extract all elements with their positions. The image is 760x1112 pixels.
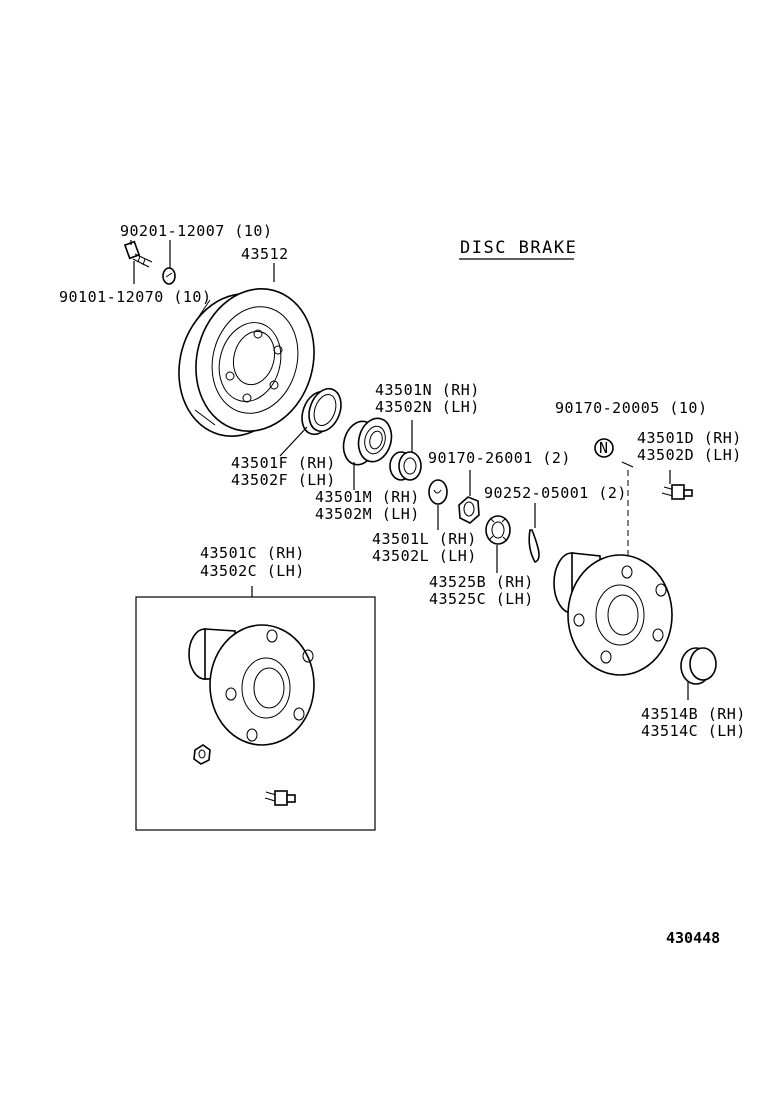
- label-hub-assy-rh: 43501C (RH): [200, 544, 305, 562]
- label-outer-seal-lh: 43502F (LH): [231, 471, 336, 489]
- hub-nut-mark: N: [599, 439, 609, 457]
- label-washer-lh: 43502L (LH): [372, 547, 477, 565]
- label-inner-seal-rh: 43501N (RH): [375, 381, 480, 399]
- label-bearing-lh: 43502M (LH): [315, 505, 420, 523]
- label-hub-bolt-lh: 43502D (LH): [637, 446, 742, 464]
- claw-washer: [428, 479, 448, 505]
- lock-nut-cap: [485, 515, 511, 545]
- hub-bolt: [661, 484, 693, 500]
- figure-number: 430448: [666, 929, 720, 947]
- label-lock-cap-lh: 43525C (LH): [429, 590, 534, 608]
- box-hub-nut: [193, 744, 211, 765]
- label-bolt: 90101-12070 (10): [59, 288, 212, 306]
- label-nut: 90170-26001 (2): [428, 449, 571, 467]
- grease-cap: [680, 647, 717, 685]
- label-hub-bolt-rh: 43501D (RH): [637, 429, 742, 447]
- adjusting-nut: [458, 496, 480, 524]
- label-inner-seal-lh: 43502N (LH): [375, 398, 480, 416]
- label-washer-rh: 43501L (RH): [372, 530, 477, 548]
- label-rotor: 43512: [241, 245, 289, 263]
- rotor-bolt: [123, 240, 153, 268]
- label-grease-cap-lh: 43514C (LH): [641, 722, 746, 740]
- outer-oil-seal: [301, 387, 342, 436]
- hub-assembly-box: [135, 596, 376, 831]
- leader-lines: [130, 240, 689, 700]
- label-hub-assy-lh: 43502C (LH): [200, 562, 305, 580]
- rotor-washer: [162, 267, 176, 285]
- cotter-pin: [528, 529, 540, 563]
- axle-hub-right: [553, 552, 673, 676]
- inner-bearing: [342, 417, 393, 466]
- label-hub-nut: 90170-20005 (10): [555, 399, 708, 417]
- label-bolt-washer: 90201-12007 (10): [120, 222, 273, 240]
- label-cotter-pin: 90252-05001 (2): [484, 484, 627, 502]
- label-outer-seal-rh: 43501F (RH): [231, 454, 336, 472]
- label-lock-cap-rh: 43525B (RH): [429, 573, 534, 591]
- outer-bearing: [389, 451, 422, 481]
- label-grease-cap-rh: 43514B (RH): [641, 705, 746, 723]
- axle-hub-assembly: [188, 624, 315, 746]
- box-hub-bolt: [264, 790, 296, 806]
- label-bearing-rh: 43501M (RH): [315, 488, 420, 506]
- hub-nut-symbol: N: [594, 438, 614, 458]
- diagram-title: DISC BRAKE: [460, 238, 577, 258]
- brake-rotor: [178, 288, 315, 437]
